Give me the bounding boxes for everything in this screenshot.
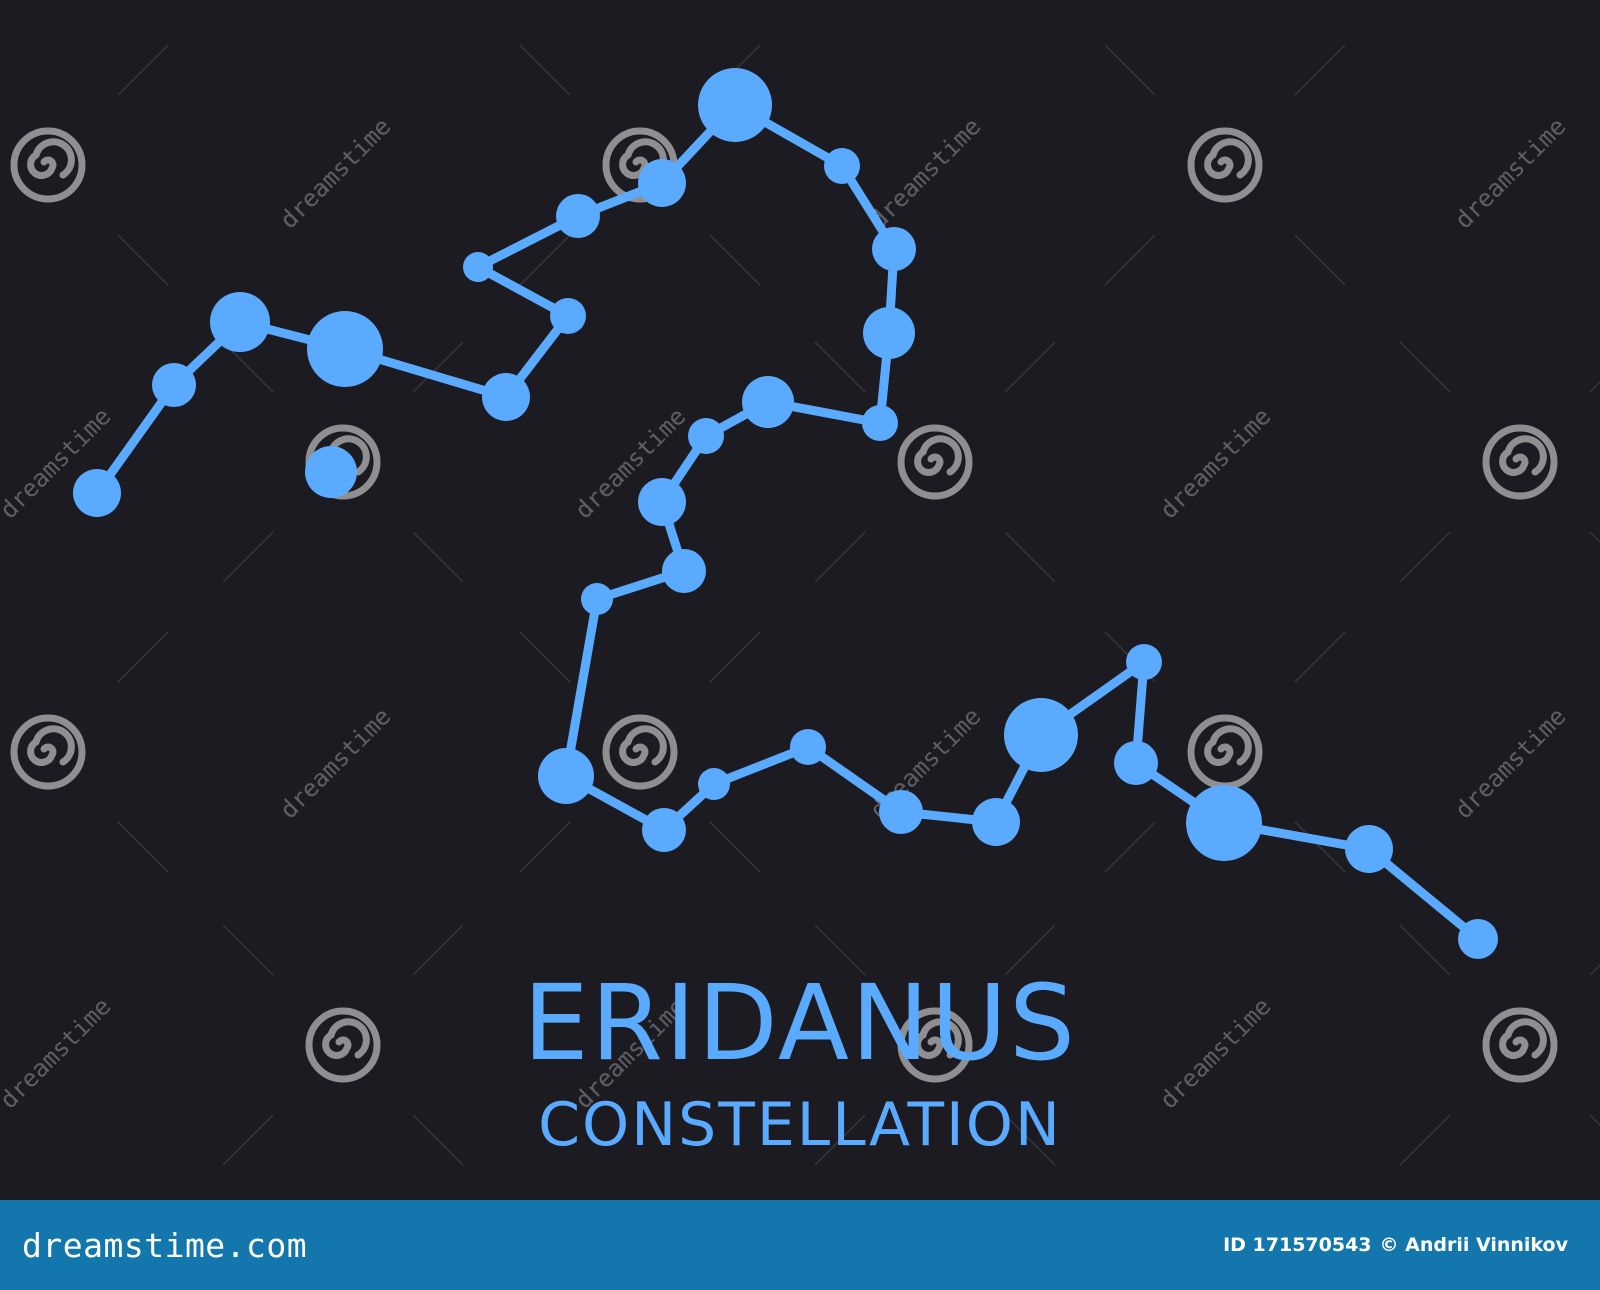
watermark-text: dreamstime [1449, 702, 1571, 824]
star [642, 808, 686, 852]
star [688, 418, 724, 454]
watermark-lines [117, 44, 1600, 1166]
star [662, 549, 706, 593]
star [305, 446, 357, 498]
star [210, 292, 270, 352]
star [790, 729, 826, 765]
image-id: ID 171570543 [1223, 1234, 1372, 1256]
spiral-logo-icon [1191, 131, 1259, 199]
constellation-artwork: dreamstime dreamstime dreamstime dreamstime… [0, 44, 1600, 1166]
star [638, 478, 686, 526]
star [742, 376, 794, 428]
star [152, 363, 196, 407]
image-credit: ID 171570543 © Andrii Vinnikov [1223, 1234, 1568, 1256]
star [862, 405, 898, 441]
constellation-subtitle: CONSTELLATION [538, 1090, 1062, 1160]
star [872, 227, 916, 271]
star [698, 768, 730, 800]
spiral-logo-icon [606, 718, 674, 786]
footer-bar: dreamstime.com ID 171570543 © Andrii Vin… [0, 1200, 1600, 1290]
star [824, 148, 860, 184]
star [638, 159, 686, 207]
watermark-text: dreamstime [274, 702, 396, 824]
constellation-stars [73, 68, 1498, 959]
star [581, 583, 613, 615]
copyright-author: © Andrii Vinnikov [1379, 1234, 1568, 1256]
star [1458, 919, 1498, 959]
star [1345, 825, 1393, 873]
star [482, 373, 530, 421]
spiral-logo-icon [14, 131, 82, 199]
star [73, 469, 121, 517]
star [863, 307, 915, 359]
star [972, 798, 1020, 846]
watermark-text: dreamstime [1449, 112, 1571, 234]
watermark-logos [14, 131, 1554, 1079]
star [879, 790, 923, 834]
star [1126, 644, 1162, 680]
star [463, 252, 493, 282]
star [550, 298, 586, 334]
star [1114, 741, 1158, 785]
star [698, 68, 772, 142]
spiral-logo-icon [14, 718, 82, 786]
star [538, 748, 594, 804]
star [1004, 698, 1078, 772]
watermark-text: dreamstime [274, 112, 396, 234]
star [556, 194, 600, 238]
watermark-text: dreamstime [1154, 402, 1276, 524]
star [307, 311, 383, 387]
constellation-title: ERIDANUS [523, 962, 1077, 1084]
spiral-logo-icon [901, 428, 969, 496]
brand-logo-text[interactable]: dreamstime.com [22, 1225, 308, 1265]
star [1186, 785, 1262, 861]
constellation-link [561, 594, 602, 781]
spiral-logo-icon [1191, 718, 1259, 786]
spiral-logo-icon [1486, 428, 1554, 496]
watermark-text: dreamstime [864, 112, 986, 234]
